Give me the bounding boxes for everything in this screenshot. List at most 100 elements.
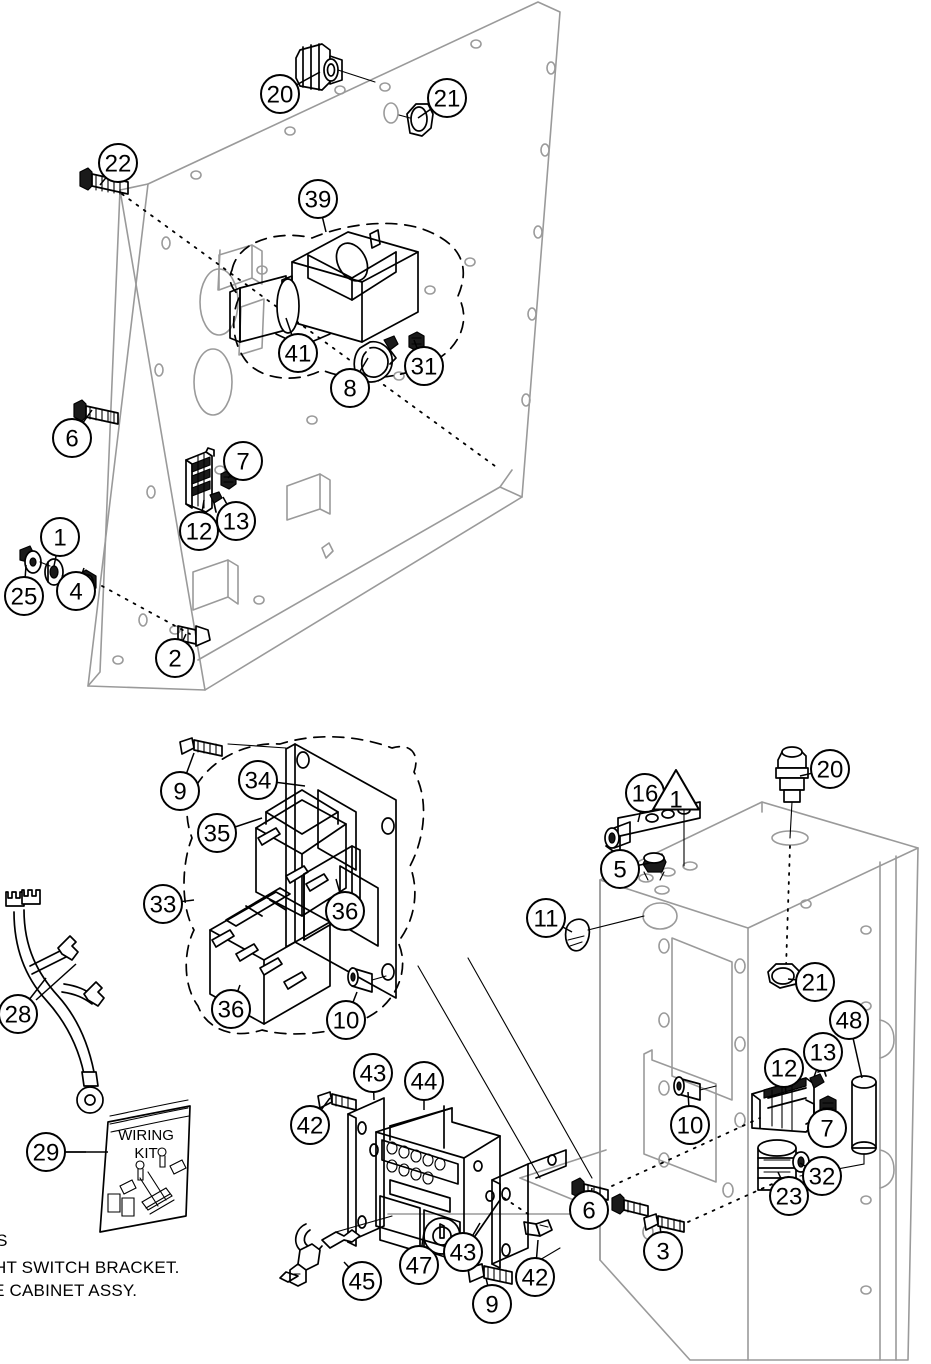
balloon-circle <box>298 179 338 219</box>
callout-balloon-45: 45 <box>342 1261 382 1301</box>
balloon-number: 13 <box>223 509 250 536</box>
leader-line <box>417 108 432 119</box>
leader-9a-plate <box>227 743 287 749</box>
leader-line <box>182 633 187 642</box>
callout-balloon-36: 36 <box>325 878 365 931</box>
part-knob-11 <box>564 918 591 952</box>
balloon-circle <box>40 517 80 557</box>
callout-balloon-41: 41 <box>278 317 318 373</box>
assembly-axis-6b <box>611 1117 761 1187</box>
balloon-circle <box>260 74 300 114</box>
leader-line <box>296 71 321 86</box>
part-marker-13b <box>809 1069 827 1089</box>
callout-balloon-12: 12 <box>764 1048 804 1095</box>
leader-line <box>421 1231 425 1247</box>
leader-line <box>320 1097 331 1111</box>
balloon-number: 11 <box>534 906 559 933</box>
balloon-circle <box>26 1132 66 1172</box>
balloon-number: 12 <box>771 1056 798 1083</box>
balloon-number: 10 <box>333 1008 360 1035</box>
note-line-1: LIGHT SWITCH BRACKET. <box>0 1258 180 1277</box>
leader-line <box>201 499 205 513</box>
balloon-circle <box>98 143 138 183</box>
control-panel-outline <box>387 1149 609 1215</box>
callout-balloon-8: 8 <box>330 357 370 408</box>
balloon-number: 5 <box>613 857 626 884</box>
leader-line <box>335 878 341 893</box>
callout-balloon-22: 22 <box>98 143 138 186</box>
part-clamp-8 <box>353 335 399 383</box>
callout-balloon-4: 4 <box>56 567 96 611</box>
part-lock-nut-21 <box>383 102 434 137</box>
part-standoff-10b <box>673 1076 717 1101</box>
leader-line <box>637 811 642 823</box>
balloon-circle <box>643 1231 683 1271</box>
leader-line <box>82 409 93 423</box>
balloon-circle <box>795 962 835 1002</box>
part-terminal-block-12a <box>185 447 215 513</box>
leader-line <box>777 1171 782 1180</box>
part-coil-41 <box>229 275 300 343</box>
callout-balloon-39: 39 <box>298 179 338 233</box>
balloon-circle <box>399 1245 439 1285</box>
part-bracket-43a <box>347 1097 385 1247</box>
assembly-axis-22 <box>121 193 496 467</box>
leader-line <box>359 357 369 373</box>
leader-line <box>799 772 812 777</box>
part-transformer-39 <box>275 229 419 347</box>
balloon-number: 21 <box>802 970 829 997</box>
balloon-circle <box>427 78 467 118</box>
balloon-circle <box>179 511 219 551</box>
balloon-circle <box>160 771 200 811</box>
balloon-number: 32 <box>809 1164 836 1191</box>
leader-line <box>343 1261 350 1268</box>
callout-balloon-33: 33 <box>143 884 195 924</box>
flag-number: 1 <box>669 787 682 814</box>
balloon-number: 43 <box>360 1061 387 1088</box>
leader-line <box>813 1069 818 1078</box>
callout-balloon-9: 9 <box>160 752 200 811</box>
part-screw-42a <box>317 1091 357 1111</box>
leader-line <box>471 1222 481 1236</box>
balloon-circle <box>342 1261 382 1301</box>
balloon-number: 9 <box>173 779 186 806</box>
part-standoff-10a <box>347 967 387 993</box>
balloon-circle <box>56 571 96 611</box>
balloon-number: 23 <box>776 1184 803 1211</box>
wiring-kit-label-line2: KIT <box>134 1145 157 1162</box>
leader-line <box>659 1225 662 1233</box>
wiring-kit-label-line1: WIRING <box>118 1127 174 1144</box>
balloon-circle <box>238 760 278 800</box>
leader-line <box>852 1038 863 1079</box>
balloon-number: 35 <box>204 821 231 848</box>
balloon-circle <box>278 333 318 373</box>
callout-balloon-2: 2 <box>155 633 195 678</box>
callout-balloon-42: 42 <box>290 1097 331 1145</box>
callout-balloon-43: 43 <box>353 1053 393 1101</box>
balloon-circle <box>803 1032 843 1072</box>
balloon-circle <box>197 813 237 853</box>
callout-balloon-6: 6 <box>52 409 93 458</box>
leader-line <box>181 899 195 903</box>
balloon-circle <box>810 749 850 789</box>
part-relay-36b <box>209 887 331 1025</box>
projection-line-a <box>467 957 593 1179</box>
callout-balloon-32: 32 <box>799 1156 842 1196</box>
leader-line <box>24 564 27 578</box>
flag-triangle <box>652 769 700 811</box>
balloon-number: 20 <box>817 757 844 784</box>
balloon-number: 2 <box>168 646 181 673</box>
balloon-circle <box>353 1053 393 1093</box>
callout-balloon-35: 35 <box>197 813 263 853</box>
balloon-circle <box>764 1048 804 1088</box>
balloon-number: 9 <box>485 1292 498 1319</box>
balloon-number: 3 <box>656 1239 669 1266</box>
balloon-number: 7 <box>236 449 249 476</box>
callout-balloon-20: 20 <box>799 749 850 789</box>
callout-balloon-25: 25 <box>4 564 44 616</box>
balloon-circle <box>443 1232 483 1272</box>
part-screw-42b <box>523 1219 553 1237</box>
part-screw-3 <box>643 1213 685 1233</box>
